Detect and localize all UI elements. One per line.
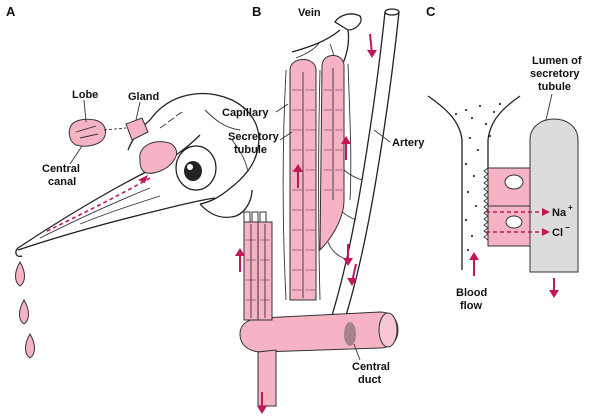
panel-a-letter: A <box>6 4 16 19</box>
label-lobe: Lobe <box>72 89 98 101</box>
gland-block <box>125 117 149 141</box>
label-central-canal-2: canal <box>48 176 76 188</box>
artery-vessel-wall-right <box>343 11 400 323</box>
lobe-shape <box>68 118 107 147</box>
label-lumen-2: secretory <box>530 68 580 80</box>
label-central-duct-2: duct <box>358 374 382 386</box>
label-lumen-3: tubule <box>538 81 571 93</box>
cell-nucleus <box>505 215 523 229</box>
vein-opening <box>334 13 362 31</box>
salt-droplet <box>19 299 29 325</box>
label-vein: Vein <box>298 7 321 19</box>
label-lumen-1: Lumen of <box>532 55 582 67</box>
flow-arrows-b <box>235 33 377 414</box>
label-chloride: Cl <box>552 227 563 239</box>
label-sodium: Na <box>552 207 567 219</box>
capillary-wall-left <box>427 95 463 270</box>
secretory-tubule-2 <box>319 55 345 252</box>
capillary-wall-right <box>487 95 521 170</box>
gland-shape <box>139 141 178 174</box>
tubule-lumen <box>529 118 579 273</box>
basal-membrane-folds <box>483 167 489 241</box>
label-blood-flow-2: flow <box>460 300 482 312</box>
label-gland: Gland <box>128 91 159 103</box>
eye-icon <box>184 161 202 181</box>
blood-plasma-dots <box>454 102 502 252</box>
label-sodium-charge: + <box>568 203 573 212</box>
label-secretory-tubule-2: tubule <box>234 144 267 156</box>
central-canal-path <box>44 177 151 233</box>
label-chloride-charge: − <box>565 223 570 232</box>
duct-outlet <box>257 349 277 407</box>
label-central-duct-1: Central <box>352 361 390 373</box>
panel-a: A <box>6 4 260 359</box>
label-secretory-tubule-1: Secretory <box>228 131 280 143</box>
label-blood-flow-1: Blood <box>456 287 487 299</box>
salt-droplet <box>15 261 25 287</box>
panel-b-letter: B <box>252 4 261 19</box>
label-central-canal-1: Central <box>42 163 80 175</box>
panel-c-letter: C <box>426 4 436 19</box>
label-capillary: Capillary <box>222 107 269 119</box>
label-artery: Artery <box>392 137 425 149</box>
panel-b: B <box>222 4 425 414</box>
cell-nucleus <box>504 174 524 190</box>
tubule-cell-pattern <box>246 89 343 301</box>
panel-c: C Na + Cl − <box>426 4 582 312</box>
salt-droplet <box>25 333 35 359</box>
canal-arrow-icon <box>138 175 148 183</box>
bird-skull-illustration <box>15 93 260 258</box>
